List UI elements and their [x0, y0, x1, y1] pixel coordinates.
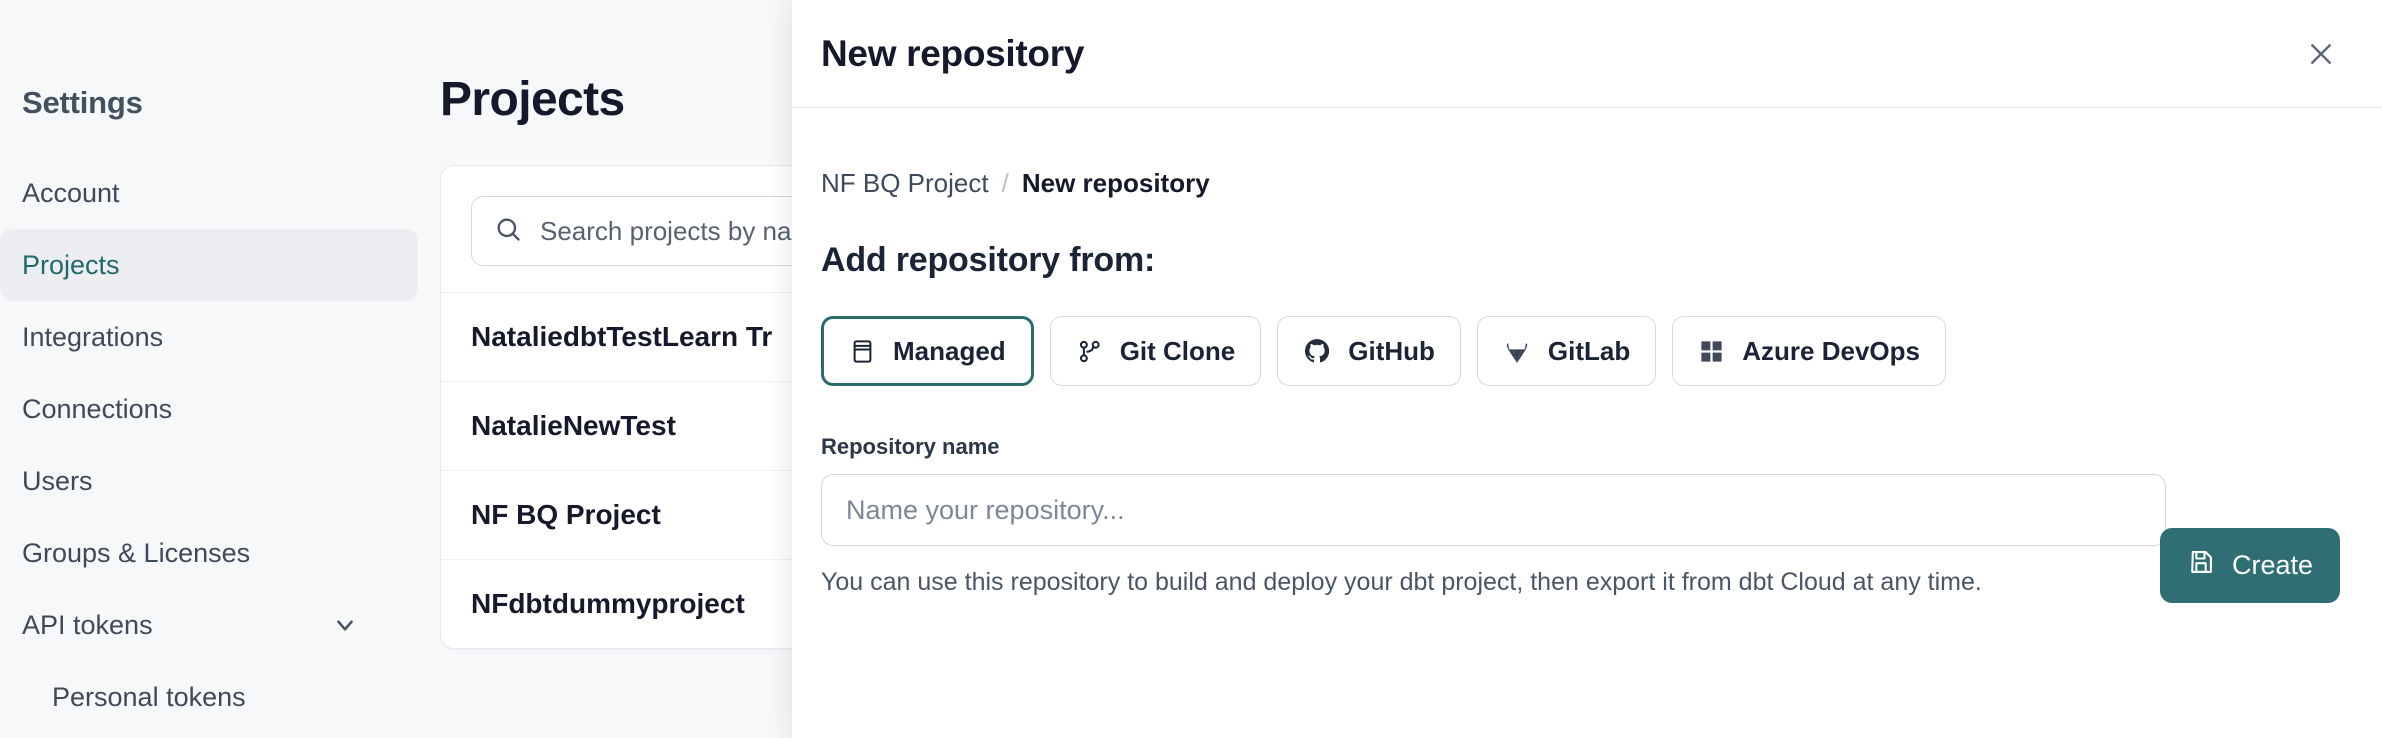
sidebar-item-label: Account: [22, 177, 120, 208]
repository-source-options: Managed Git Clone GitHub: [821, 316, 2332, 386]
repository-name-label: Repository name: [821, 434, 1000, 459]
sidebar-item-label: Connections: [22, 393, 173, 424]
source-option-managed[interactable]: Managed: [821, 316, 1034, 386]
create-button[interactable]: Create: [2159, 528, 2340, 603]
chevron-down-icon[interactable]: [332, 612, 358, 638]
source-option-label: GitHub: [1348, 335, 1435, 366]
sidebar-item-label: Groups & Licenses: [22, 537, 251, 568]
sidebar-item-label: Personal tokens: [52, 681, 246, 712]
modal-title: New repository: [821, 32, 1085, 74]
settings-sidebar: Settings Account Projects Integrations C…: [0, 0, 440, 738]
breadcrumb-separator: /: [1001, 168, 1009, 198]
repository-help-text: You can use this repository to build and…: [821, 568, 1982, 596]
breadcrumb-current: New repository: [1021, 168, 1210, 198]
sidebar-title: Settings: [22, 85, 143, 120]
source-option-label: Git Clone: [1119, 335, 1236, 366]
azure-devops-icon: [1698, 338, 1725, 365]
project-name: NatalieNewTest: [471, 410, 676, 441]
source-option-label: Managed: [893, 335, 1006, 366]
git-branch-icon: [1076, 338, 1103, 365]
breadcrumb-parent-link[interactable]: NF BQ Project: [821, 168, 989, 198]
repository-name-placeholder: Name your repository...: [846, 494, 1125, 525]
breadcrumb: NF BQ Project / New repository: [821, 168, 2332, 199]
modal-header: New repository: [792, 0, 2382, 108]
project-name: NF BQ Project: [471, 499, 661, 530]
sidebar-item-label: API tokens: [22, 609, 153, 640]
source-option-label: Azure DevOps: [1742, 335, 1920, 366]
page-title: Projects: [440, 73, 625, 126]
sidebar-item-integrations[interactable]: Integrations: [0, 301, 418, 373]
new-repository-modal: New repository NF BQ Project / New repos…: [792, 0, 2382, 738]
sidebar-item-groups-licenses[interactable]: Groups & Licenses: [0, 517, 418, 589]
sidebar-item-label: Projects: [22, 249, 120, 280]
source-option-github[interactable]: GitHub: [1277, 316, 1461, 386]
sidebar-item-projects[interactable]: Projects: [0, 229, 418, 301]
sidebar-item-api-tokens[interactable]: API tokens: [0, 589, 418, 661]
sidebar-item-label: Integrations: [22, 321, 164, 352]
project-name: NataliedbtTestLearn Tr: [471, 321, 773, 352]
sidebar-item-users[interactable]: Users: [0, 445, 418, 517]
add-repository-heading: Add repository from:: [821, 241, 1156, 279]
source-option-gitlab[interactable]: GitLab: [1476, 316, 1657, 386]
source-option-azure-devops[interactable]: Azure DevOps: [1672, 316, 1946, 386]
sidebar-item-personal-tokens[interactable]: Personal tokens: [0, 661, 418, 733]
save-icon: [2187, 548, 2215, 583]
source-option-git-clone[interactable]: Git Clone: [1049, 316, 1262, 386]
create-button-label: Create: [2231, 550, 2313, 580]
modal-body: NF BQ Project / New repository Add repos…: [792, 108, 2382, 738]
search-icon: [494, 215, 522, 248]
repository-name-input[interactable]: Name your repository...: [821, 474, 2166, 546]
gitlab-icon: [1503, 337, 1531, 365]
sidebar-item-connections[interactable]: Connections: [0, 373, 418, 445]
close-icon[interactable]: [2298, 31, 2344, 77]
github-icon: [1303, 337, 1331, 365]
sidebar-nav: Account Projects Integrations Connection…: [0, 157, 440, 733]
sidebar-item-label: Users: [22, 465, 93, 496]
project-name: NFdbtdummyproject: [471, 588, 745, 619]
database-icon: [849, 338, 876, 365]
source-option-label: GitLab: [1547, 335, 1631, 366]
sidebar-item-account[interactable]: Account: [0, 157, 418, 229]
